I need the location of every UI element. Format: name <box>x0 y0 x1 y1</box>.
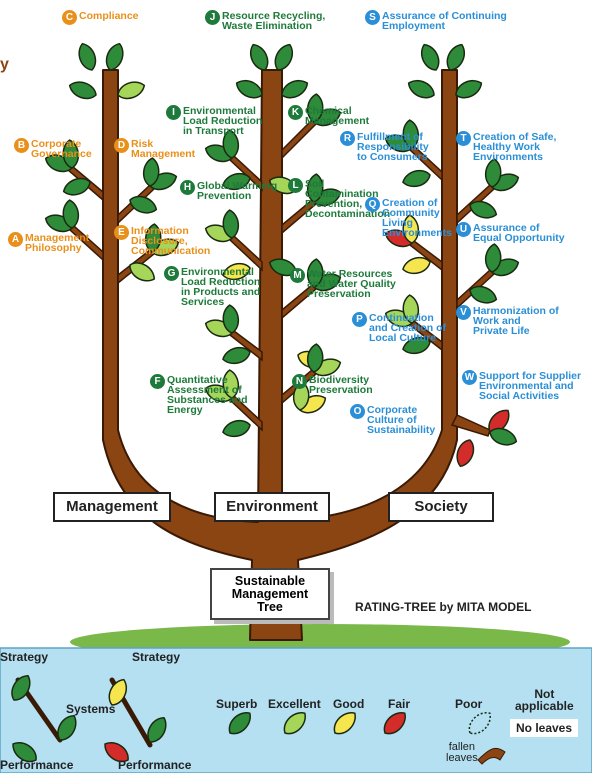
label-group-u: Assurance of Equal Opportunity <box>473 222 565 244</box>
label-group-f: Quantitative Assessment of Substances an… <box>167 374 248 416</box>
badge-n: N <box>292 374 307 389</box>
label-group-g: Environmental Load Reduction in Products… <box>181 266 261 308</box>
legend-fair: Fair <box>388 697 411 711</box>
legend-superb: Superb <box>216 697 258 711</box>
badge-v: V <box>456 305 471 320</box>
label-h: Global Warming Prevention <box>197 180 278 202</box>
badge-s: S <box>365 10 380 25</box>
label-b: Corporate Governance <box>31 138 92 160</box>
badge-g: G <box>164 266 179 281</box>
branch-environment: Environment <box>214 492 330 522</box>
label-m: Water Resources and Water Quality Preser… <box>307 268 396 300</box>
badge-j: J <box>205 10 220 25</box>
label-group-j: Resource Recycling, Waste Elimination <box>222 10 326 32</box>
label-a: Management Philosophy <box>25 232 90 254</box>
label-s: Assurance of Continuing Employment <box>382 10 507 32</box>
label-r: Fulfillment of Responsibility to Consume… <box>357 131 429 163</box>
legend-good: Good <box>333 697 365 711</box>
legend-no-leaves: No leaves <box>510 719 579 737</box>
legend-performance-right: Performance <box>118 758 192 772</box>
badge-l: L <box>288 178 303 193</box>
label-k: Chemical Management <box>305 105 370 127</box>
title-fragment: y <box>0 56 9 73</box>
label-group-k: Chemical Management <box>305 105 370 127</box>
badge-w: W <box>462 370 477 385</box>
label-v: Harmonization of Work and Private Life <box>473 305 559 337</box>
label-group-l: Soil Contamination Prevention, Decontami… <box>305 178 391 220</box>
label-j: Resource Recycling, Waste Elimination <box>222 10 326 32</box>
label-group-t: Creation of Safe, Healthy Work Environme… <box>473 131 557 163</box>
label-d: Risk Management <box>131 138 196 160</box>
branch-management: Management <box>53 492 171 522</box>
badge-m: M <box>290 268 305 283</box>
label-group-p: Continuation and Creation of Local Cultu… <box>369 312 447 344</box>
badge-q: Q <box>365 197 380 212</box>
legend-strategy-left: Strategy <box>0 650 49 664</box>
label-t: Creation of Safe, Healthy Work Environme… <box>473 131 557 163</box>
badge-c: C <box>62 10 77 25</box>
legend-fallen-leaves: fallen leaves <box>446 741 478 764</box>
label-group-n: Biodiversity Preservation <box>309 374 373 396</box>
label-group-s: Assurance of Continuing Employment <box>382 10 507 32</box>
tree-name: Sustainable Management Tree <box>210 568 330 620</box>
legend-not-applicable: Not applicable <box>515 687 574 713</box>
label-g: Environmental Load Reduction in Products… <box>181 266 261 308</box>
label-group-h: Global Warming Prevention <box>197 180 278 202</box>
badge-o: O <box>350 404 365 419</box>
label-group-q: Creation of Community Living Environment… <box>382 197 453 239</box>
label-group-r: Fulfillment of Responsibility to Consume… <box>357 131 429 163</box>
fallen-leaf-icon <box>477 747 506 765</box>
label-group-c: Compliance <box>79 10 139 22</box>
label-group-w: Support for Supplier Environmental and S… <box>479 370 582 402</box>
badge-b: B <box>14 138 29 153</box>
label-group-a: Management Philosophy <box>25 232 90 254</box>
badge-k: K <box>288 105 303 120</box>
badge-e: E <box>114 225 129 240</box>
label-f: Quantitative Assessment of Substances an… <box>167 374 248 416</box>
badge-u: U <box>456 222 471 237</box>
label-u: Assurance of Equal Opportunity <box>473 222 565 244</box>
legend-strategy-right: Strategy <box>132 650 181 664</box>
badge-r: R <box>340 131 355 146</box>
label-group-d: Risk Management <box>131 138 196 160</box>
label-c: Compliance <box>79 10 139 22</box>
badge-i: I <box>166 105 181 120</box>
badge-a: A <box>8 232 23 247</box>
label-group-e: Information Disclosure, Communication <box>131 225 211 257</box>
label-group-o: Corporate Culture of Sustainability <box>367 404 436 436</box>
label-q: Creation of Community Living Environment… <box>382 197 453 239</box>
label-e: Information Disclosure, Communication <box>131 225 211 257</box>
legend-systems: Systems <box>66 702 116 716</box>
badge-h: H <box>180 180 195 195</box>
label-l: Soil Contamination Prevention, Decontami… <box>305 178 391 220</box>
label-o: Corporate Culture of Sustainability <box>367 404 436 436</box>
label-w: Support for Supplier Environmental and S… <box>479 370 582 402</box>
badge-d: D <box>114 138 129 153</box>
rating-title: RATING-TREE by MITA MODEL <box>355 600 532 614</box>
badge-t: T <box>456 131 471 146</box>
label-p: Continuation and Creation of Local Cultu… <box>369 312 447 344</box>
label-group-b: Corporate Governance <box>31 138 92 160</box>
label-group-v: Harmonization of Work and Private Life <box>473 305 559 337</box>
badge-p: P <box>352 312 367 327</box>
legend-excellent: Excellent <box>268 697 321 711</box>
legend-poor: Poor <box>455 697 483 711</box>
branch-society: Society <box>388 492 494 522</box>
label-group-i: Environmental Load Reduction in Transpor… <box>183 105 263 137</box>
label-n: Biodiversity Preservation <box>309 374 373 396</box>
label-i: Environmental Load Reduction in Transpor… <box>183 105 263 137</box>
badge-f: F <box>150 374 165 389</box>
label-group-m: Water Resources and Water Quality Preser… <box>307 268 396 300</box>
legend-performance-left: Performance <box>0 758 74 772</box>
